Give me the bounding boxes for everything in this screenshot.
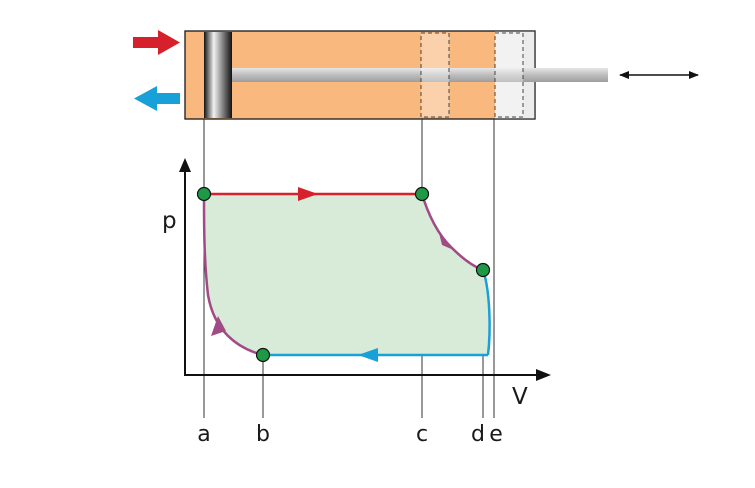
work-area <box>204 194 490 355</box>
piston-ghost-position-c <box>420 32 450 118</box>
piston-ghost-position-e <box>494 32 524 118</box>
y-axis-label: p <box>162 208 177 234</box>
state-point-3 <box>475 262 491 278</box>
cylinder <box>184 30 608 120</box>
axes: p V <box>162 158 551 410</box>
state-point-1 <box>196 186 212 202</box>
state-points <box>196 186 491 363</box>
compression-direction-arrow <box>211 316 226 336</box>
exhaust-direction-arrow <box>358 348 378 362</box>
intake-arrow-icon <box>133 30 180 55</box>
piston-rod <box>232 68 608 82</box>
label-d: d <box>471 422 485 447</box>
expansion-direction-arrow <box>439 233 456 251</box>
exhaust-arrow-icon <box>134 86 180 111</box>
position-labels: a b c d e <box>197 422 503 447</box>
label-a: a <box>197 422 210 447</box>
label-b: b <box>256 422 270 447</box>
state-point-4 <box>255 347 271 363</box>
x-axis-label: V <box>512 384 528 410</box>
y-axis-arrowhead <box>179 158 191 172</box>
state-point-2 <box>414 186 430 202</box>
admission-direction-arrow <box>298 187 318 201</box>
label-e: e <box>489 422 503 447</box>
piston <box>204 32 232 118</box>
label-c: c <box>416 422 428 447</box>
compression-curve <box>202 193 264 357</box>
x-axis-arrowhead <box>536 369 551 381</box>
